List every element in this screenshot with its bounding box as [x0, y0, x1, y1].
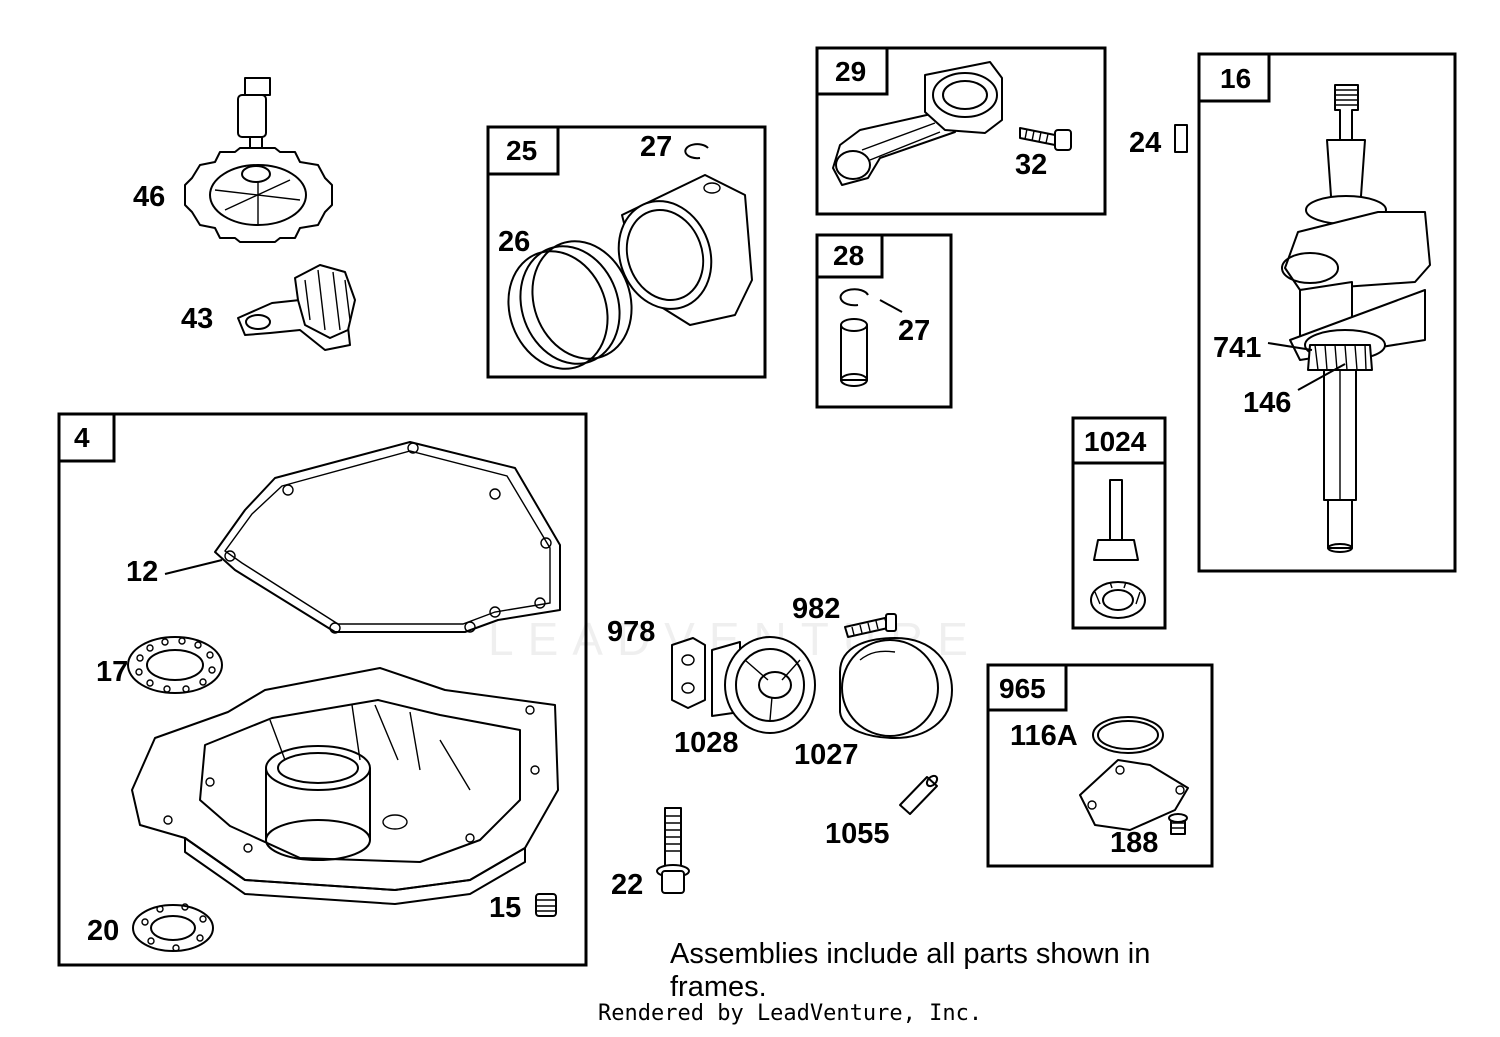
label-146: 146	[1243, 387, 1291, 419]
label-27-lower: 27	[898, 315, 930, 347]
frame-28-number: 28	[833, 240, 864, 271]
dowel-1055	[899, 774, 939, 815]
piston-rings-26	[507, 240, 633, 370]
label-43: 43	[181, 303, 213, 335]
screw-982	[844, 613, 897, 638]
label-20: 20	[87, 915, 119, 947]
label-46: 46	[133, 181, 165, 213]
frame-1024-number: 1024	[1084, 426, 1147, 457]
frame-29: 29	[815, 46, 1107, 216]
label-15: 15	[489, 892, 521, 924]
label-188: 188	[1110, 827, 1158, 859]
frame-16: 16	[1197, 52, 1457, 573]
piston-pin	[840, 318, 868, 387]
frame-4-number: 4	[74, 422, 90, 453]
governor-43	[237, 264, 356, 351]
frame-965-number: 965	[999, 673, 1046, 704]
label-982: 982	[792, 593, 840, 625]
crankshaft-16	[1281, 84, 1431, 553]
frame-29-number: 29	[835, 56, 866, 87]
piston-25	[617, 174, 753, 326]
label-27-upper: 27	[640, 131, 672, 163]
label-17: 17	[96, 656, 128, 688]
label-22: 22	[611, 869, 643, 901]
frame-965: 965	[986, 663, 1214, 868]
frame-4: 4	[57, 412, 588, 967]
render-credit: Rendered by LeadVenture, Inc.	[598, 1001, 983, 1026]
connecting-rod-29	[832, 61, 1003, 186]
bearing-17	[127, 636, 223, 694]
oil-filter-1027	[839, 637, 953, 739]
label-978: 978	[607, 616, 655, 648]
frame-25-number: 25	[506, 135, 537, 166]
label-24: 24	[1129, 127, 1161, 159]
clip-27-lower	[839, 288, 869, 307]
frame-25: 25	[486, 125, 767, 379]
bolt-22	[656, 807, 690, 894]
clip-27-upper	[684, 143, 709, 160]
label-26: 26	[498, 226, 530, 258]
frame-1024: 1024	[1071, 416, 1167, 630]
frame-16-number: 16	[1220, 63, 1251, 94]
camshaft-46	[184, 77, 333, 243]
filter-adapter-1028	[711, 636, 816, 734]
label-116A: 116A	[1010, 720, 1078, 752]
pump-cover-965	[1079, 759, 1189, 831]
oil-pump-1024	[1090, 479, 1146, 619]
plug-15	[535, 893, 557, 917]
gasket-12	[214, 441, 561, 634]
frame-28: 28	[815, 233, 953, 409]
label-12: 12	[126, 556, 158, 588]
bolt-32	[1019, 127, 1072, 151]
gasket-978	[671, 637, 706, 709]
key-24	[1174, 124, 1188, 153]
label-1028: 1028	[674, 727, 739, 759]
seal-20	[132, 903, 214, 952]
label-1055: 1055	[825, 818, 890, 850]
label-741: 741	[1213, 332, 1261, 364]
o-ring-116A	[1092, 716, 1164, 754]
crankcase-sump	[131, 667, 559, 905]
label-32: 32	[1015, 149, 1047, 181]
screw-188	[1168, 813, 1188, 835]
assembly-note: Assemblies include all parts shown in fr…	[670, 938, 1151, 1003]
label-1027: 1027	[794, 739, 859, 771]
